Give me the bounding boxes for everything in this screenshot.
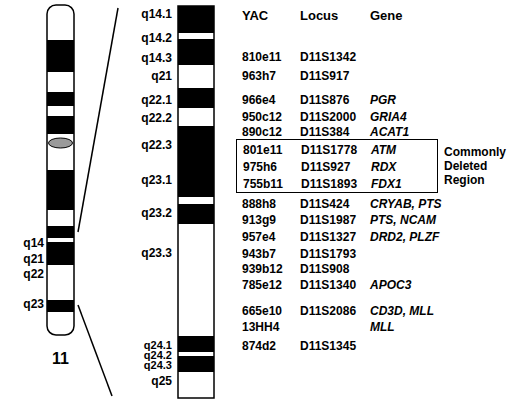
yac-clone: 665e10 <box>242 304 282 318</box>
band-label: q14.1 <box>141 7 172 21</box>
column-header: YAC <box>242 8 268 23</box>
locus-name: D11S1345 <box>300 339 356 353</box>
band-label: q14 <box>23 236 44 250</box>
band-label: q22.2 <box>141 111 172 125</box>
deleted-region-box: 801e11 D11S1778 ATM 975h6 D11S927 RDX 755b11 D1… <box>236 139 438 193</box>
gene-name: APOC3 <box>370 278 411 292</box>
yac-clone: 810e11 <box>242 50 281 64</box>
locus-name: D11S1340 <box>300 278 356 292</box>
gene-name: MLL <box>370 320 395 334</box>
gene-name: RDX <box>371 160 396 174</box>
locus-name: D11S1778 <box>301 143 357 157</box>
column-header: Gene <box>370 8 403 23</box>
band-label: q21 <box>23 252 44 266</box>
yac-clone: 943b7 <box>242 247 276 261</box>
locus-name: D11S2000 <box>300 110 356 124</box>
expansion-line <box>78 305 112 396</box>
band-label: q23 <box>23 297 44 311</box>
yac-clone: 785e12 <box>242 278 282 292</box>
band-label: q23.3 <box>141 246 172 260</box>
band-label: q25 <box>151 374 172 388</box>
locus-name: D11S384 <box>300 125 349 139</box>
locus-name: D11S1342 <box>300 50 356 64</box>
gene-name: PGR <box>370 93 396 107</box>
yac-clone: 975h6 <box>243 160 277 174</box>
yac-clone: 13HH4 <box>242 320 279 334</box>
band-label: q14.3 <box>141 51 172 65</box>
locus-name: D11S1793 <box>300 247 356 261</box>
region-heading: Commonly Deleted Region <box>444 145 518 187</box>
yac-clone: 950c12 <box>242 110 282 124</box>
gene-name: ATM <box>371 143 396 157</box>
chromosome-outline <box>47 5 74 335</box>
locus-name: D11S927 <box>301 160 350 174</box>
column-header: Locus <box>300 8 338 23</box>
yac-clone: 913g9 <box>242 213 276 227</box>
yac-clone: 888h8 <box>242 197 276 211</box>
yac-clone: 939b12 <box>242 262 283 276</box>
band-label: q24.3 <box>144 360 172 371</box>
chromosome-number: 11 <box>52 350 69 368</box>
band-label: q23.1 <box>141 173 172 187</box>
band-label: q23.2 <box>141 206 172 220</box>
yac-clone: 957e4 <box>242 230 275 244</box>
gene-name: PTS, NCAM <box>370 213 436 227</box>
chromosome-outline <box>178 6 214 398</box>
expansion-line <box>78 8 118 232</box>
yac-clone: 966e4 <box>242 93 275 107</box>
chromosome-bands <box>178 6 214 372</box>
chromosome-ideogram <box>47 5 74 335</box>
locus-name: D11S876 <box>300 93 349 107</box>
yac-clone: 755b11 <box>243 177 283 191</box>
gene-name: FDX1 <box>371 177 402 191</box>
locus-name: D11S917 <box>300 69 349 83</box>
band-label: q21 <box>151 69 172 83</box>
band-label: q14.2 <box>141 31 172 45</box>
locus-name: D11S908 <box>300 262 349 276</box>
gene-name: DRD2, PLZF <box>370 230 439 244</box>
zoomed-chromosome <box>178 6 214 398</box>
locus-name: D11S1893 <box>301 177 357 191</box>
band-label: q22.1 <box>141 93 172 107</box>
locus-name: D11S1987 <box>300 213 356 227</box>
yac-clone: 890c12 <box>242 125 282 139</box>
yac-clone: 801e11 <box>243 143 282 157</box>
yac-clone: 963h7 <box>242 69 276 83</box>
locus-name: D11S2086 <box>300 304 356 318</box>
chromosome-bands <box>47 40 74 312</box>
gene-name: ACAT1 <box>370 125 409 139</box>
gene-name: GRIA4 <box>370 110 407 124</box>
band-label: q22 <box>23 267 44 281</box>
centromere <box>49 138 73 148</box>
gene-name: CRYAB, PTS <box>370 197 442 211</box>
locus-name: D11S424 <box>300 197 349 211</box>
gene-name: CD3D, MLL <box>370 304 434 318</box>
band-label: q22.3 <box>141 138 172 152</box>
yac-clone: 874d2 <box>242 339 276 353</box>
locus-name: D11S1327 <box>300 230 356 244</box>
